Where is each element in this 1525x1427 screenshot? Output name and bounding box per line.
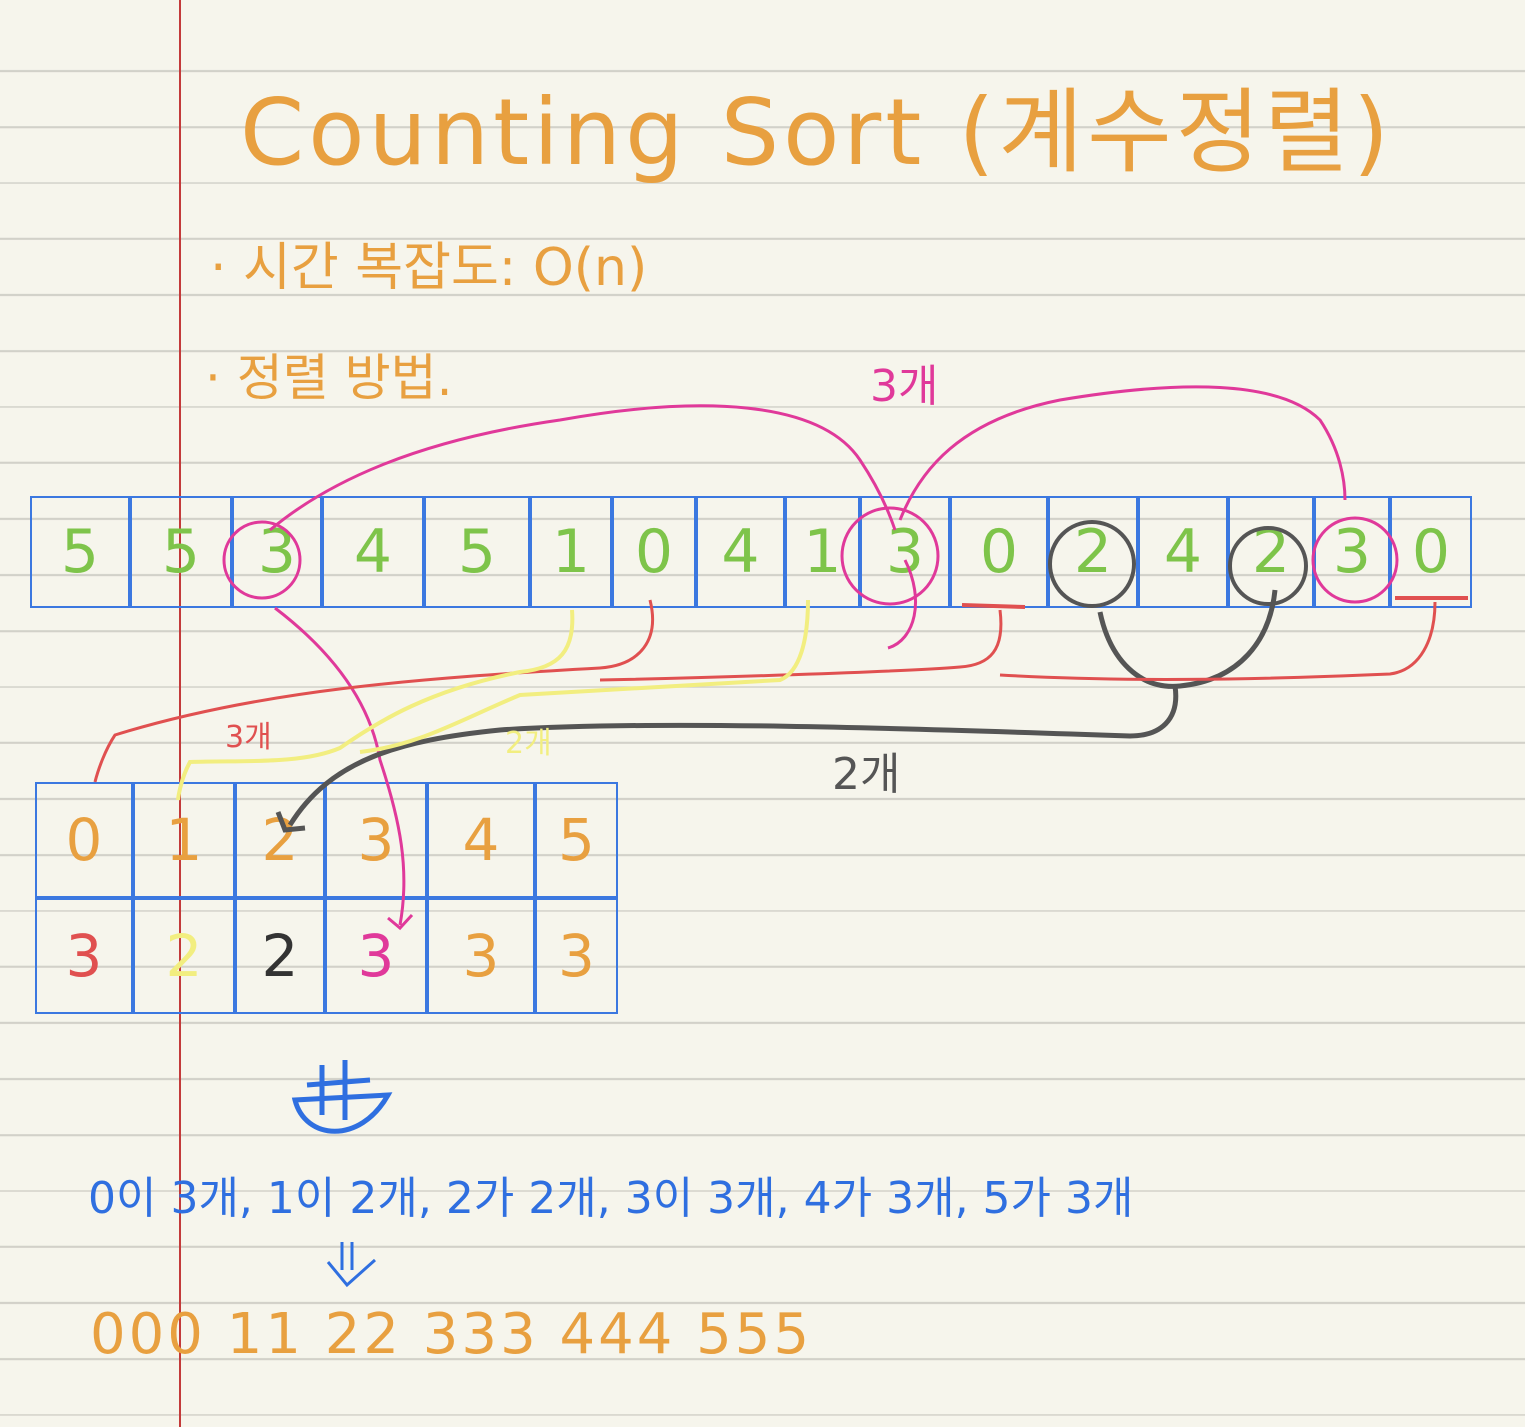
pink-circle-2: [840, 506, 940, 606]
sorted-result: 000 11 22 333 444 555: [90, 1302, 813, 1367]
count-value-cell: 2: [133, 898, 235, 1014]
pink-circle-1: [222, 520, 302, 600]
count-value-cell: 3: [535, 898, 618, 1014]
input-cell: 4: [1138, 496, 1228, 608]
input-cell: 1: [785, 496, 860, 608]
dark-curve: [1097, 589, 1278, 689]
count-key-cell: 4: [427, 782, 535, 898]
margin-line: [179, 0, 181, 1427]
input-cell: 5: [30, 496, 130, 608]
count-value-cell: 3: [35, 898, 133, 1014]
annotation-yellow-count: 2개: [505, 726, 552, 761]
count-key-cell: 0: [35, 782, 133, 898]
input-cell: 3: [860, 496, 950, 608]
red-line-1: [599, 609, 1003, 682]
bullet-sort-method: · 정렬 방법.: [205, 349, 453, 407]
annotation-red-count: 3개: [225, 720, 272, 755]
arrow-down-icon: [291, 1060, 393, 1134]
annotation-dark-count: 2개: [832, 749, 901, 800]
input-cell: 5: [130, 496, 232, 608]
count-value-cell: 2: [235, 898, 325, 1014]
yellow-line-1: [176, 609, 575, 801]
count-key-cell: 3: [325, 782, 427, 898]
page-title: Counting Sort (계수정렬): [240, 79, 1393, 186]
pink-arrow-down: [274, 606, 414, 931]
annotation-pink-count: 3개: [870, 361, 939, 412]
bullet-time-complexity: · 시간 복잡도: O(n): [210, 238, 648, 298]
dark-arrow: [275, 685, 1179, 833]
pink-circle-3: [1311, 516, 1399, 604]
count-summary: 0이 3개, 1이 2개, 2가 2개, 3이 3개, 4가 3개, 5가 3개: [88, 1173, 1134, 1224]
input-cell: 0: [612, 496, 696, 608]
red-line-2: [999, 601, 1437, 681]
input-cell: 4: [696, 496, 785, 608]
count-value-cell: 3: [325, 898, 427, 1014]
red-underline-1: [961, 603, 1026, 609]
input-cell: 0: [1390, 496, 1472, 608]
pink-arc-2: [898, 385, 1347, 521]
dark-circle-2: [1228, 526, 1308, 606]
count-key-cell: 5: [535, 782, 618, 898]
count-key-cell: 1: [133, 782, 235, 898]
dark-circle-1: [1048, 520, 1136, 608]
pink-tail: [887, 559, 918, 650]
pink-arc-1: [269, 404, 897, 532]
red-curve: [93, 599, 655, 783]
input-cell: 5: [424, 496, 530, 608]
input-cell: 1: [530, 496, 612, 608]
input-cell: 4: [322, 496, 424, 608]
count-value-cell: 3: [427, 898, 535, 1014]
yellow-line-2: [359, 599, 810, 754]
input-cell: 3: [232, 496, 322, 608]
double-arrow-down-icon: [326, 1242, 376, 1288]
